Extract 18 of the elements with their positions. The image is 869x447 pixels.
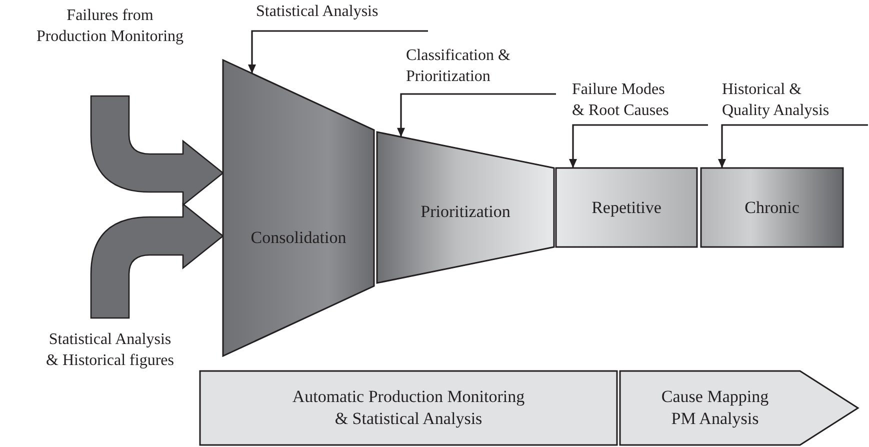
block-arrow <box>90 203 224 319</box>
stage-label: Prioritization <box>420 200 512 223</box>
stage-label: Automatic Production Monitoring & Statistical Analysis <box>291 386 526 430</box>
annotation-text: Failure Modes & Root Causes <box>571 80 670 121</box>
block-arrow <box>90 95 224 206</box>
leader-arrow <box>248 30 429 74</box>
leader-arrow <box>718 124 869 168</box>
annotation-text: Historical & Quality Analysis <box>721 80 830 121</box>
annotation-text: Failures from Production Monitoring <box>35 6 185 47</box>
annotation-text: Statistical Analysis & Historical figures <box>45 330 175 372</box>
stage-label: Cause Mapping PM Analysis <box>660 386 770 430</box>
annotation-text: Statistical Analysis <box>255 2 380 22</box>
stage-label: Chronic <box>744 196 800 219</box>
leader-arrow <box>397 93 557 137</box>
leader-arrow <box>569 124 709 168</box>
stage-label: Repetitive <box>590 196 662 219</box>
stage-label: Consolidation <box>250 226 348 249</box>
annotation-text: Classification & Prioritization <box>405 46 512 87</box>
